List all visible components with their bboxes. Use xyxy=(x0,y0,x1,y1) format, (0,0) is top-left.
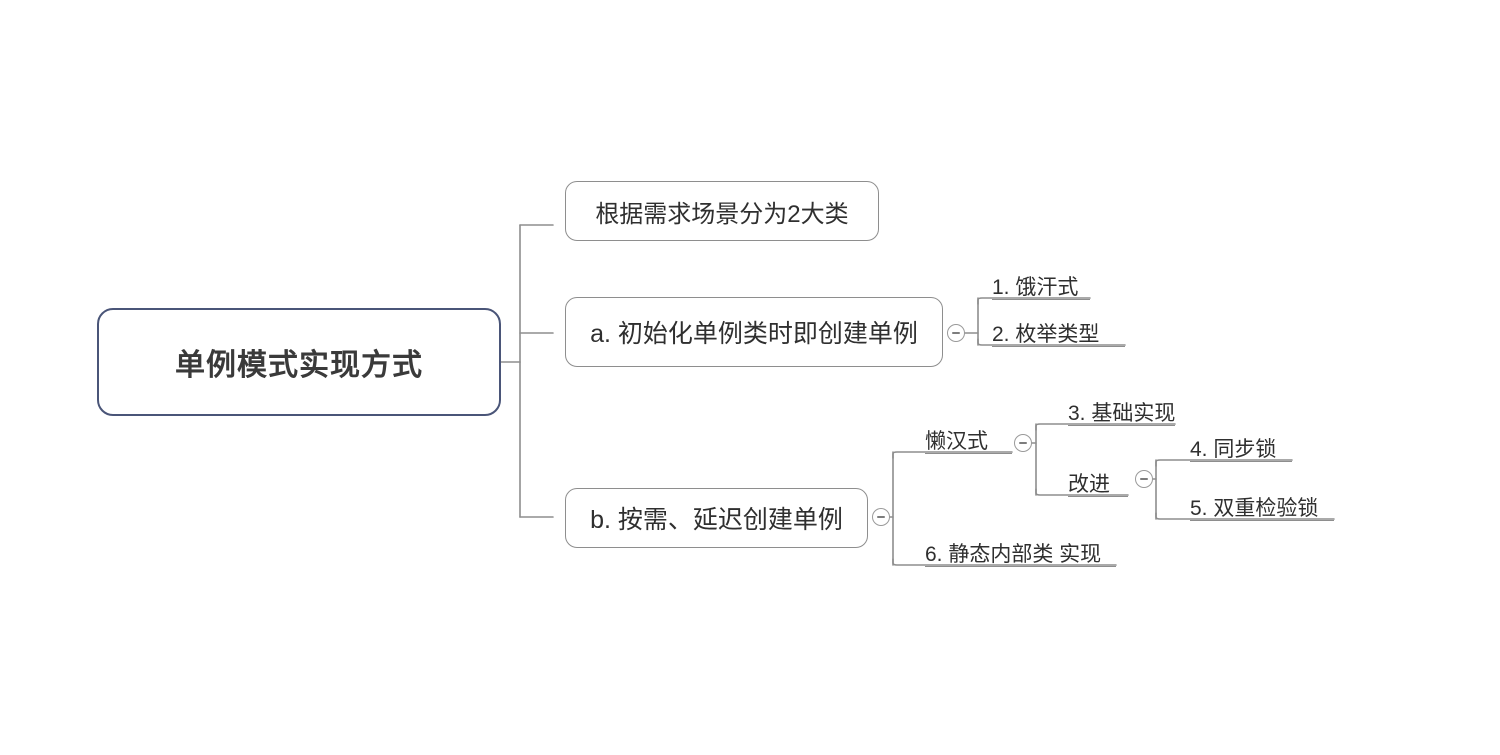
branch-node-1-label: 根据需求场景分为2大类 xyxy=(595,200,849,228)
leaf-node-double-check-lock[interactable]: 5. 双重检验锁 xyxy=(1190,494,1334,521)
branch-node-3-label: b. 按需、延迟创建单例 xyxy=(590,506,843,534)
branch-node-3[interactable]: b. 按需、延迟创建单例 xyxy=(565,488,868,548)
minus-circle-icon xyxy=(1140,478,1148,480)
minus-circle-icon xyxy=(1019,442,1027,444)
branch-node-2[interactable]: a. 初始化单例类时即创建单例 xyxy=(565,297,943,367)
leaf-node-enum-label: 2. 枚举类型 xyxy=(992,323,1100,346)
minus-circle-icon xyxy=(952,332,960,334)
branch-node-1[interactable]: 根据需求场景分为2大类 xyxy=(565,181,879,241)
collapse-toggle-branch-3[interactable] xyxy=(872,508,890,526)
node-lazy[interactable]: 懒汉式 xyxy=(925,427,1012,454)
leaf-node-double-check-lock-label: 5. 双重检验锁 xyxy=(1190,497,1319,520)
node-lazy-label: 懒汉式 xyxy=(925,430,988,453)
collapse-toggle-branch-2[interactable] xyxy=(947,324,965,342)
root-node[interactable]: 单例模式实现方式 xyxy=(97,308,501,416)
leaf-node-sync-lock[interactable]: 4. 同步锁 xyxy=(1190,435,1292,462)
leaf-node-static-inner-class[interactable]: 6. 静态内部类 实现 xyxy=(925,540,1116,567)
leaf-node-sync-lock-label: 4. 同步锁 xyxy=(1190,438,1277,461)
leaf-node-eager-label: 1. 饿汗式 xyxy=(992,276,1079,299)
branch-node-2-label: a. 初始化单例类时即创建单例 xyxy=(590,320,918,348)
leaf-node-basic-impl-label: 3. 基础实现 xyxy=(1068,402,1176,425)
leaf-node-basic-impl[interactable]: 3. 基础实现 xyxy=(1068,399,1175,426)
root-node-label: 单例模式实现方式 xyxy=(175,349,423,382)
minus-circle-icon xyxy=(877,516,885,518)
leaf-node-eager[interactable]: 1. 饿汗式 xyxy=(992,273,1090,300)
node-improved-label: 改进 xyxy=(1068,473,1110,496)
node-improved[interactable]: 改进 xyxy=(1068,470,1128,497)
collapse-toggle-lazy[interactable] xyxy=(1014,434,1032,452)
collapse-toggle-improved[interactable] xyxy=(1135,470,1153,488)
leaf-node-static-inner-class-label: 6. 静态内部类 实现 xyxy=(925,543,1102,566)
leaf-node-enum[interactable]: 2. 枚举类型 xyxy=(992,320,1125,347)
